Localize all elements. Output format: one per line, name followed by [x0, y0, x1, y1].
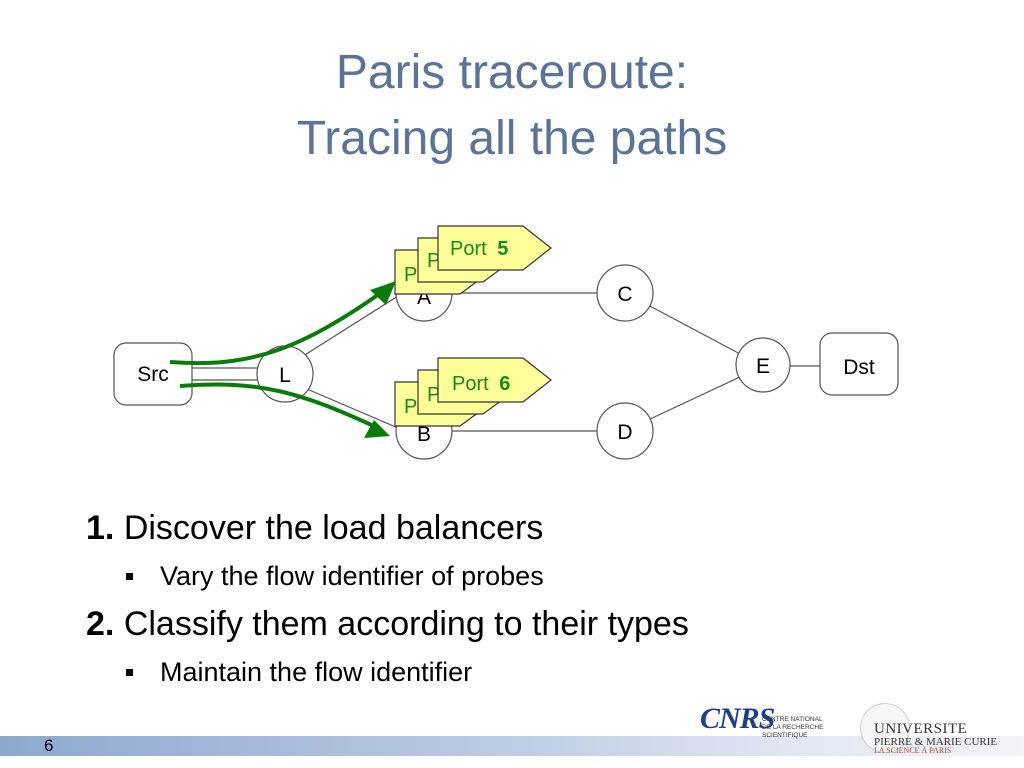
page-number: 6 — [44, 736, 54, 755]
port-tag-lower-back-label: P — [404, 396, 417, 418]
node-b-label: B — [417, 423, 431, 446]
bullet-item-1-sub-text: Vary the flow identifier of probes — [160, 561, 544, 591]
node-src: Src — [113, 342, 193, 406]
node-e-label: E — [756, 355, 770, 378]
port-tag-lower-front: Port 6 — [437, 357, 552, 403]
upmc-logo-seal — [860, 703, 910, 753]
square-bullet-icon — [126, 669, 133, 676]
bullet-item-2-sub-text: Maintain the flow identifier — [160, 657, 473, 687]
probe-arrow-upper-head — [370, 281, 396, 305]
port-tag-upper-back-label: P — [404, 264, 417, 286]
probe-arrow-lower-head — [364, 420, 390, 438]
bullet-item-2-number: 2. — [86, 605, 115, 643]
link-d-e — [647, 375, 743, 421]
bullet-item-1: 1. Discover the load balancers — [86, 504, 689, 552]
bullet-item-2-text: Classify them according to their types — [123, 605, 689, 643]
svg-text:Port 5: Port 5 — [450, 238, 508, 260]
node-dst-label: Dst — [843, 356, 875, 379]
upmc-logo-line-2: PIERRE & MARIE CURIE — [874, 736, 998, 748]
port-tag-upper-number: 5 — [497, 238, 508, 260]
footer-bar — [0, 736, 1024, 756]
port-tag-lower-word: Port — [452, 373, 489, 395]
link-c-e — [647, 304, 743, 356]
bullet-item-1-sub: Vary the flow identifier of probes — [86, 552, 689, 600]
node-d-label: D — [617, 421, 632, 444]
title-line-1: Paris traceroute: — [335, 46, 689, 99]
cnrs-logo: CNRS CENTRE NATIONAL DE LA RECHERCHE SCI… — [700, 700, 840, 752]
bullet-item-1-text: Discover the load balancers — [123, 509, 544, 547]
node-dst: Dst — [819, 332, 899, 396]
node-src-label: Src — [137, 363, 169, 386]
bullet-item-2-sub: Maintain the flow identifier — [86, 648, 689, 696]
bullet-item-2: 2. Classify them according to their type… — [86, 600, 689, 648]
link-l-a — [299, 295, 399, 359]
upmc-logo: UNIVERSITE PIERRE & MARIE CURIE LA SCIEN… — [860, 703, 1020, 757]
cnrs-logo-text: CENTRE NATIONAL DE LA RECHERCHE SCIENTIF… — [762, 716, 824, 739]
bullet-list: 1. Discover the load balancers Vary the … — [86, 504, 689, 696]
upmc-logo-line-3: LA SCIENCE À PARIS — [874, 746, 952, 755]
node-c: C — [596, 264, 654, 322]
port-tag-upper-word: Port — [450, 238, 487, 260]
svg-text:Port 6: Port 6 — [452, 373, 510, 395]
probe-arrows — [169, 288, 387, 430]
port-tag-upper-front: Port 5 — [437, 225, 552, 271]
node-d: D — [596, 402, 654, 460]
square-bullet-icon — [126, 573, 133, 580]
upmc-logo-line-1: UNIVERSITE — [874, 721, 968, 737]
probe-arrow-lower — [179, 382, 379, 430]
port-tag-lower-mid-label: P — [427, 384, 440, 406]
node-l-label: L — [279, 364, 291, 387]
probe-arrow-upper — [169, 288, 387, 366]
title-line-2: Tracing all the paths — [296, 112, 728, 165]
node-e: E — [735, 337, 791, 393]
node-c-label: C — [617, 283, 632, 306]
port-tag-lower-number: 6 — [499, 373, 510, 395]
cnrs-logo-mark: CNRS — [700, 702, 775, 735]
network-links — [192, 292, 820, 432]
slide-title: Paris traceroute: Tracing all the paths — [0, 40, 1024, 172]
port-tag-upper-mid-label: P — [427, 250, 440, 272]
link-l-b — [299, 385, 399, 429]
bullet-item-1-number: 1. — [86, 509, 115, 547]
